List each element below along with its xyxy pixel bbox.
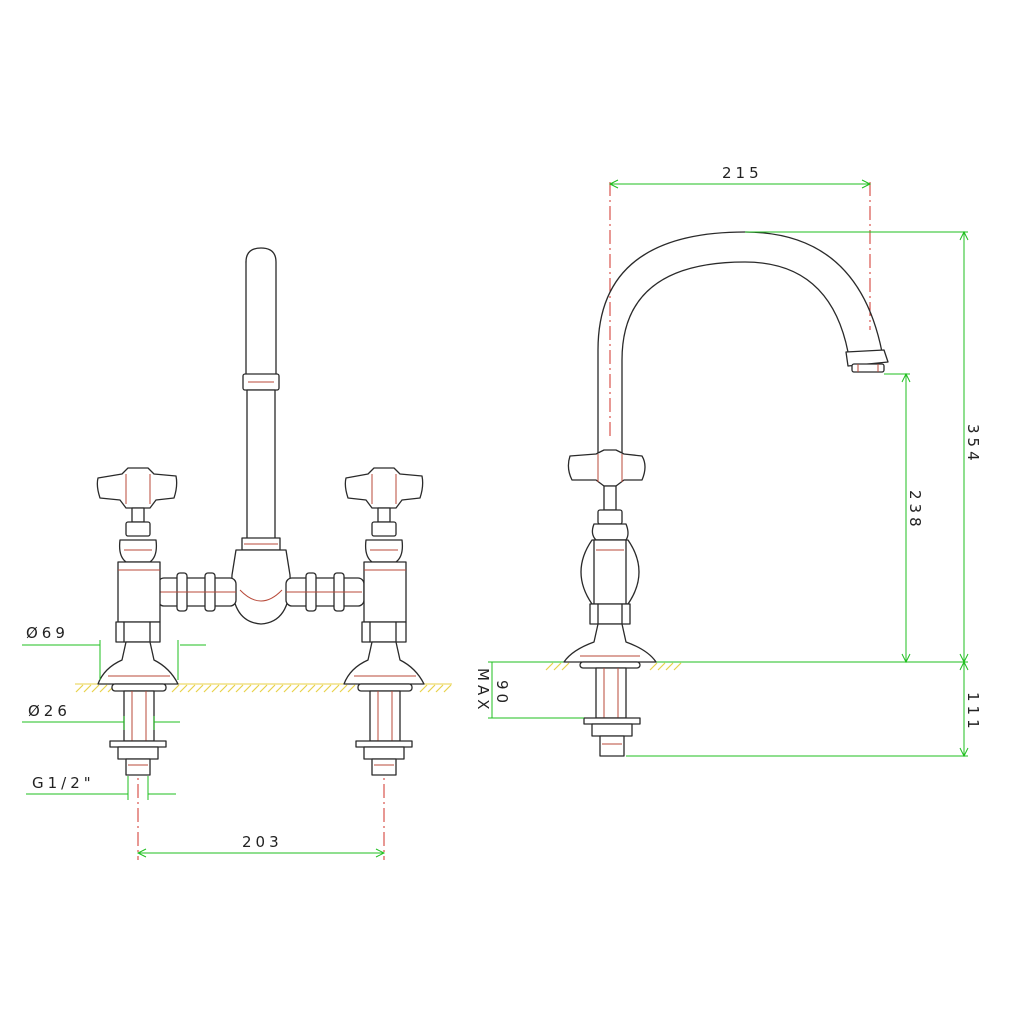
deck-hatch-line [673, 662, 682, 671]
below-deck-label: 111 [964, 692, 982, 733]
deck-hatch-line [171, 684, 180, 693]
left-valve-assembly [96, 467, 179, 776]
spout-reach-label: 215 [722, 164, 763, 182]
standpipe-spout [241, 247, 281, 551]
side-view: 215 354 238 111 90 MAX [474, 164, 982, 758]
deck-hatch-line [665, 662, 674, 671]
deck-hatch-line [331, 684, 340, 693]
deck-hatch-line [561, 662, 570, 671]
bridge-body [157, 549, 365, 625]
deck-hatch-line [243, 684, 252, 693]
deck-hatch-line [649, 662, 658, 671]
deck-hatch-line [427, 684, 436, 693]
right-valve-assembly [343, 467, 425, 776]
deck-hatch-line [307, 684, 316, 693]
front-view: Ø69 Ø26 G1/2" 203 [22, 247, 452, 860]
deck-hatch-line [91, 684, 100, 693]
deck-hatch-line [83, 684, 92, 693]
shank-diameter-label: Ø26 [28, 702, 71, 720]
shank-diameter-dimension: Ø26 [22, 702, 180, 730]
max-deck-thickness-label: 90 [493, 680, 511, 707]
deck-hatch-line [211, 684, 220, 693]
spout-height-dimension: 238 [884, 372, 924, 664]
deck-hatch-line [259, 684, 268, 693]
deck-hatch-line [251, 684, 260, 693]
deck-hatch-line [227, 684, 236, 693]
below-deck-dimension: 111 [626, 660, 982, 758]
spout-height-label: 238 [906, 490, 924, 531]
deck-hatch-line [187, 684, 196, 693]
center-distance-dimension: 203 [136, 833, 386, 858]
deck-hatch-line [347, 684, 356, 693]
deck-hatch-line [75, 684, 84, 693]
deck-hatch-line [419, 684, 428, 693]
overall-height-label: 354 [964, 424, 982, 465]
deck-hatch-line [315, 684, 324, 693]
thread-label: G1/2" [32, 774, 95, 792]
overall-height-dimension: 354 [745, 230, 982, 664]
deck-hatch-line [283, 684, 292, 693]
flange-diameter-label: Ø69 [26, 624, 69, 642]
deck-hatch-line [99, 684, 108, 693]
deck-hatch-line [435, 684, 444, 693]
deck-hatch-line [339, 684, 348, 693]
max-deck-thickness-dimension: 90 MAX [474, 661, 584, 719]
spout-reach-dimension: 215 [608, 164, 872, 189]
deck-hatch-line [443, 684, 452, 693]
deck-hatch-line [323, 684, 332, 693]
deck-hatch-line [267, 684, 276, 693]
deck-hatch-line [275, 684, 284, 693]
deck-hatch-line [299, 684, 308, 693]
flange-diameter-dimension: Ø69 [22, 624, 206, 680]
deck-hatch-line [291, 684, 300, 693]
deck-hatch-line [235, 684, 244, 693]
center-distance-label: 203 [242, 833, 283, 851]
deck-hatch-line [179, 684, 188, 693]
deck-hatch-line [219, 684, 228, 693]
deck-hatch-line [553, 662, 562, 671]
deck-hatch-line [545, 662, 554, 671]
deck-hatch-line [657, 662, 666, 671]
side-valve-body [563, 449, 657, 757]
deck-hatch-line [203, 684, 212, 693]
gooseneck-spout [597, 231, 889, 456]
deck-hatch-line [195, 684, 204, 693]
max-word-label: MAX [474, 668, 492, 713]
thread-dimension: G1/2" [26, 774, 176, 800]
